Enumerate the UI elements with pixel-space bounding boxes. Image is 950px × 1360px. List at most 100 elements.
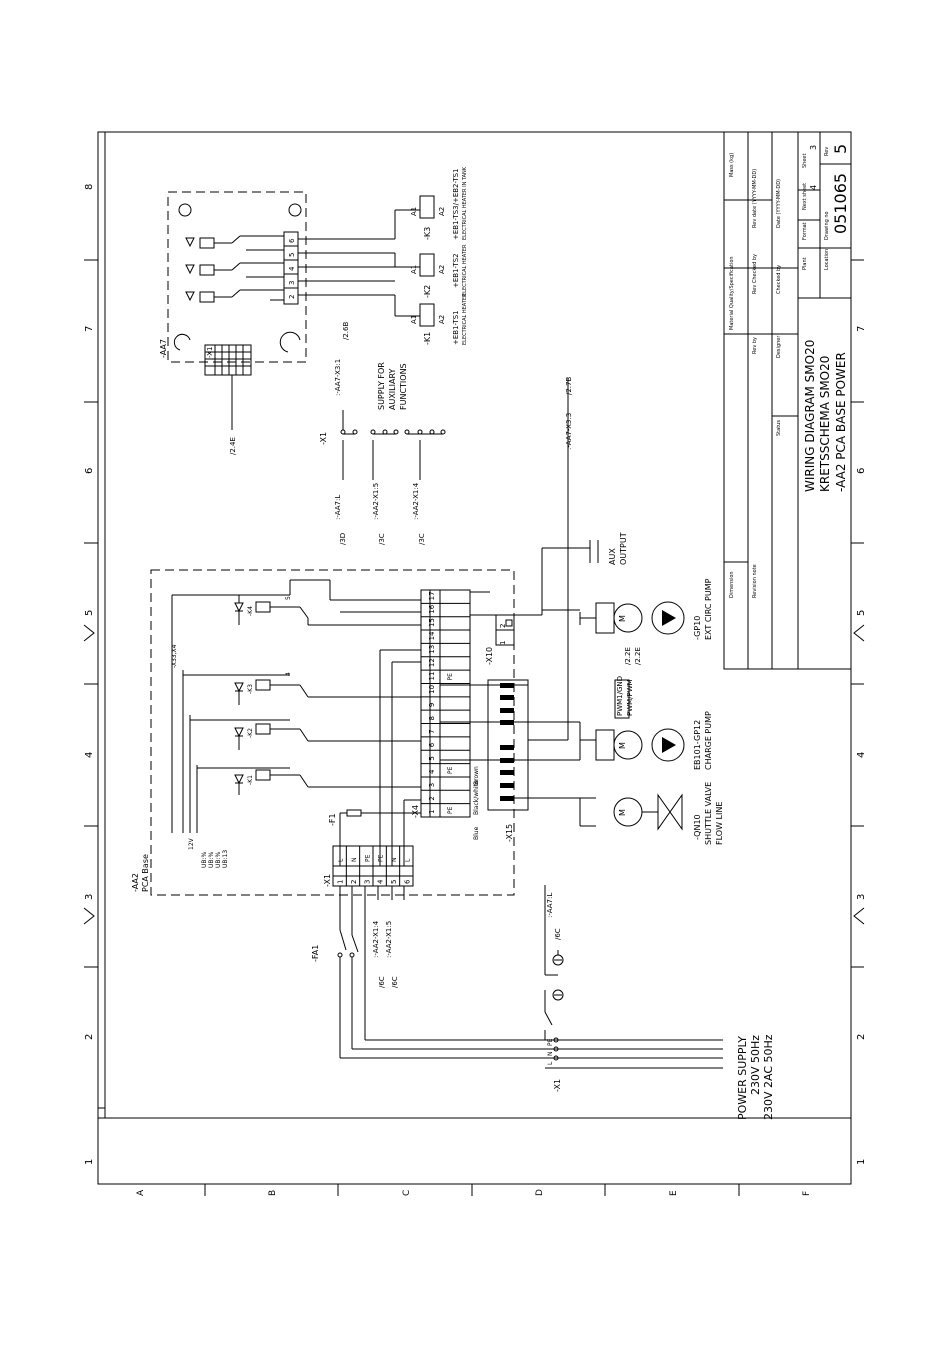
row-letter-f: F (802, 1191, 812, 1196)
x1-terminal-number: 3 (363, 880, 371, 884)
col-num-1: 1 (84, 1159, 95, 1165)
shuttle-valve: M -QN10 SHUTTLE VALVE FLOW LINE (514, 782, 724, 845)
tb-label-rev-by: Rev by (752, 337, 758, 354)
ref-3c-b: /3C (418, 533, 426, 545)
row-letter-d: D (535, 1189, 545, 1196)
ref-6c-a: /6C (378, 976, 386, 988)
x4-terminal-signal: PE (447, 673, 454, 681)
ext-pump-name: EXT CIRC PUMP (704, 578, 713, 640)
x10-pin2: 2 (499, 624, 507, 628)
x1-terminal-signal: N (351, 858, 358, 863)
col-num-6-right: 6 (856, 468, 867, 474)
charge-pump-tag: EB101-GP12 (693, 720, 702, 770)
x1-terminal-signal: L (404, 858, 411, 862)
voltage-ub1: UB:% (201, 851, 208, 868)
tb-drawing-no: 051065 (831, 173, 850, 234)
x10-terminal: 1 2 -X10 (485, 614, 515, 665)
aa7-pin4: 4 (288, 266, 296, 271)
ref-6c-b: /6C (391, 976, 399, 988)
ref-24e: /2.4E (229, 437, 237, 455)
pca-base-sub: PCA Base (141, 854, 150, 892)
tb-sheet-value: 3 (809, 145, 818, 150)
x4-terminal-number: 2 (428, 796, 436, 800)
x4-terminal-number: 8 (428, 716, 436, 720)
heater2-tag: +EB1-TS2 (452, 253, 460, 288)
x1-terminal-number: 4 (377, 879, 385, 884)
x4-terminal-number: 1 (428, 810, 436, 814)
tb-label-date: Date (YYYY-MM-DD) (776, 179, 782, 228)
supply-terminal: -X1 (553, 1079, 562, 1092)
k4-pin5: 5 (285, 596, 292, 600)
relay-k3: -K3 (423, 227, 432, 240)
tb-label-drawing-no: Drawing no (824, 211, 830, 240)
tb-next-sheet-value: 4 (809, 185, 818, 190)
ref-aa2x14-b: :-AA2-X1:4 (412, 482, 420, 520)
x4-terminal-number: 5 (428, 756, 436, 760)
x4-terminal-number: 7 (428, 729, 436, 733)
breaker-fa1: -FA1 (311, 945, 320, 962)
voltage-ub3: UB:% (215, 851, 222, 868)
pca-base-outline: -AA2 PCA Base (131, 569, 515, 896)
aa7-pin2: 2 (288, 295, 296, 299)
power-supply-label: POWER SUPPLY 230V 50Hz 230V 2AC 50Hz (736, 1034, 775, 1120)
col-num-8: 8 (84, 184, 95, 190)
tb-label-checked: Checked by (776, 265, 782, 294)
ref-6c-c: /6C (554, 928, 562, 940)
ref-aa7l-b: :-AA7:L (546, 893, 554, 918)
heater-tank-label: ELECTRICAL HEATER IN TANK (462, 166, 468, 240)
valve-tag: -QN10 (693, 814, 702, 840)
x4-terminal-number: 6 (428, 742, 436, 747)
charge-pump-name: CHARGE PUMP (704, 711, 713, 770)
ref-22e-a: /2.2E (624, 647, 632, 665)
ext-circ-pump: M -GP10 EXT CIRC PUMP /2.2E /2.2E (542, 578, 713, 665)
x4-terminal-number: 10 (428, 685, 436, 694)
aux-supply-line1: SUPPLY FOR (377, 362, 386, 410)
tb-label-rev-date: Rev date (YYYY-MM-DD) (752, 169, 758, 228)
relay-a1-k1: A1 (410, 315, 418, 324)
aux-x1-tag: -X1 (319, 432, 328, 445)
relay-k1: -K1 (423, 332, 432, 345)
ref-x31: :-AA7-X3:1 (334, 359, 342, 396)
voltage-12v: 12V (188, 837, 195, 850)
x4-terminal-signal: PE (447, 766, 454, 774)
relay-a1-k2: A1 (410, 265, 418, 274)
tb-title-line3: -AA2 PCA BASE POWER (834, 352, 848, 492)
col-num-2-right: 2 (856, 1034, 867, 1040)
supply-pin-pe: PE (547, 1038, 554, 1046)
x4-terminal-number: 11 (428, 672, 436, 681)
board-relays: -X33,X4 -K4 5 -K3 4 -K2 (171, 579, 330, 868)
col-num-7-right: 7 (856, 326, 867, 332)
tb-label-material: Material Quality/Specification (729, 256, 735, 330)
ref-x33: :-AA7-X3:3 (565, 413, 573, 450)
x4-terminal-number: 4 (428, 769, 436, 774)
supply-wiring: -FA1 L N PE -X1 :-AA2-X1:4 :-AA2-X1:5 /6… (311, 885, 723, 1092)
board-relay-k1: -K1 (247, 775, 254, 785)
tb-label-rev-checked: Rev Checked by (752, 254, 758, 294)
aa7-board: -AA7 6 5 4 3 2 (159, 191, 307, 455)
valve-motor-m: M (618, 809, 627, 816)
x1-terminal-signal: PE (378, 854, 385, 862)
pca-base-tag: -AA2 (131, 873, 140, 892)
x4-terminal-number: 13 (428, 645, 436, 654)
x1-terminal-number: 2 (350, 880, 358, 884)
relay-a2-k3: A2 (438, 207, 446, 216)
col-num-4: 4 (84, 752, 95, 758)
heater2-label: ELECTRICAL HEATER (462, 244, 468, 296)
ref-27b: /2.7B (565, 377, 573, 395)
heater-relays: A1 A1 A1 A2 A2 A2 -K3 -K2 -K1 +EB1-TS3/+… (298, 166, 468, 345)
tb-label-format: Format (802, 222, 808, 240)
x4-tag: -X4 (411, 805, 420, 818)
supply-pin-n: N (547, 1052, 554, 1057)
ref-3c-a: /3C (378, 533, 386, 545)
ext-pump-motor-m: M (618, 615, 627, 622)
x1-terminal-signal: PE (364, 854, 371, 862)
pwm1-label: PWM1/GND (616, 676, 624, 716)
ref-22e-b: /2.2E (634, 647, 642, 665)
tb-label-designer: Designer (776, 335, 782, 358)
